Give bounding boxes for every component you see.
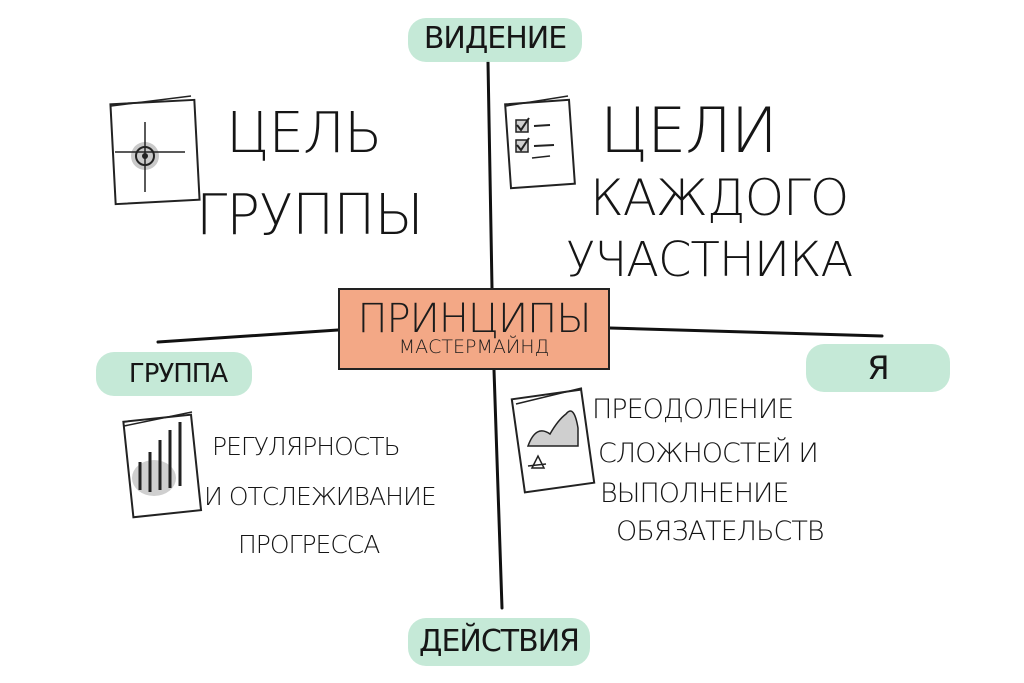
- vertical-axis-bottom: [492, 368, 504, 610]
- quadrant-top-right-line1: ЦЕЛИ: [600, 94, 778, 167]
- axis-label-right: Я: [867, 349, 889, 387]
- quadrant-top-left-line2: ГРУППЫ: [196, 183, 424, 248]
- quadrant-top-right-line3: УЧАСТНИКА: [566, 232, 853, 288]
- horizontal-axis-left: [156, 328, 340, 344]
- horizontal-axis-right: [608, 326, 884, 338]
- quadrant-bottom-right-line4: ОБЯЗАТЕЛЬСТВ: [616, 516, 825, 547]
- axis-label-left: ГРУППА: [128, 359, 228, 389]
- bottom-label-highlight: [408, 618, 590, 666]
- top-label-highlight: [408, 18, 582, 62]
- axes: [156, 60, 884, 610]
- quadrant-bottom-right-line3: ВЫПОЛНЕНИЕ: [600, 478, 789, 509]
- left-label-highlight: [96, 352, 252, 396]
- quadrant-top-right-line2: КАЖДОГО: [590, 169, 849, 227]
- quadrant-bottom-left-line2: И ОТСЛЕЖИВАНИЕ: [204, 482, 437, 511]
- vertical-axis-top: [486, 60, 494, 290]
- checklist-icon: [504, 95, 576, 190]
- quadrant-bottom-left-line3: ПРОГРЕССА: [238, 530, 380, 559]
- quadrant-bottom-left-line1: РЕГУЛЯРНОСТЬ: [212, 432, 401, 461]
- target-icon: [109, 95, 201, 206]
- quadrant-bottom-right-line2: СЛОЖНОСТЕЙ И: [598, 438, 819, 469]
- center-principles-box: ПРИНЦИПЫ МАСТЕРМАЙНД: [338, 288, 610, 370]
- bar-chart-icon: [122, 411, 203, 519]
- quadrant-top-left-line1: ЦЕЛЬ: [226, 101, 382, 166]
- quadrant-bottom-right-line1: ПРЕОДОЛЕНИЕ: [592, 394, 794, 425]
- center-title: ПРИНЦИПЫ: [357, 296, 591, 342]
- center-subtitle: МАСТЕРМАЙНД: [398, 336, 550, 358]
- axis-label-bottom: ДЕЙСТВИЯ: [419, 624, 580, 659]
- right-label-highlight: [806, 344, 950, 392]
- axis-label-top: ВИДЕНИЕ: [423, 21, 567, 56]
- mountain-icon: [510, 387, 596, 494]
